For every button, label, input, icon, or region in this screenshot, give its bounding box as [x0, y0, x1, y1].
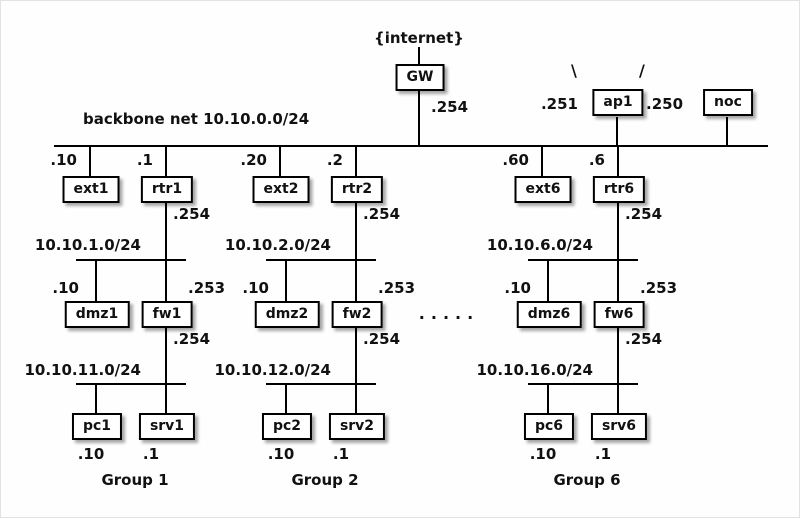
srv-ip: .1	[142, 445, 160, 463]
pc-bus-link	[285, 385, 287, 414]
firewall-node: fw2	[331, 301, 383, 328]
rtr-backbone-link	[165, 146, 167, 177]
ext-node: ext2	[252, 176, 310, 203]
ext-backbone-ip: .10	[50, 151, 77, 169]
dmz-subnet-label: 10.10.2.0/24	[224, 236, 331, 254]
rtr-backbone-ip: .1	[136, 151, 153, 169]
router-node: rtr1	[140, 176, 194, 203]
pc-ip: .10	[77, 445, 105, 463]
srv-ip: .1	[332, 445, 350, 463]
lan-bus-line	[76, 383, 186, 385]
group-1-subtree: .10 ext1 .1 rtr1 .254 10.10.1.0/24 .10 .…	[1, 1, 241, 517]
rtr-backbone-link	[617, 146, 619, 177]
ext-backbone-ip: .20	[240, 151, 267, 169]
group-2-subtree: .20 ext2 .2 rtr2 .254 10.10.2.0/24 .10 .…	[191, 1, 431, 517]
dmz-bus-link	[95, 261, 97, 303]
fw-lan-link	[355, 328, 357, 385]
rtr-backbone-ip: .6	[588, 151, 605, 169]
pc-node: pc1	[71, 413, 123, 440]
server-node: srv6	[590, 413, 648, 440]
ap-backbone-link	[616, 117, 618, 146]
ap-ip-left: .251	[540, 95, 578, 113]
pc-node: pc6	[523, 413, 575, 440]
group-title: Group 6	[553, 471, 621, 489]
pc-bus-link	[547, 385, 549, 414]
lan-bus-line	[528, 383, 638, 385]
internet-gw-link	[418, 47, 420, 65]
dmz-bus-line	[266, 259, 376, 261]
dmz-subnet-label: 10.10.1.0/24	[34, 236, 141, 254]
lan-subnet-label: 10.10.11.0/24	[24, 361, 141, 379]
fw-lan-link	[617, 328, 619, 385]
group-title: Group 2	[291, 471, 359, 489]
fw-lan-link	[165, 328, 167, 385]
group-6-subtree: .60 ext6 .6 rtr6 .254 10.10.6.0/24 .10 .…	[453, 1, 693, 517]
server-node: srv2	[328, 413, 386, 440]
lan-subnet-label: 10.10.16.0/24	[476, 361, 593, 379]
ap-ip-right: .250	[646, 95, 684, 113]
server-node: srv1	[138, 413, 196, 440]
srv-bus-link	[165, 385, 167, 414]
rtr-dmz-ip: .254	[625, 205, 663, 223]
router-node: rtr6	[592, 176, 646, 203]
fw-dmz-ip: .253	[188, 279, 226, 297]
dmz-bus-link	[285, 261, 287, 303]
gw-backbone-link	[418, 91, 420, 146]
pc-bus-link	[95, 385, 97, 414]
antenna-left-glyph: \	[571, 61, 577, 80]
dmz-bus-line	[528, 259, 638, 261]
ext-node: ext1	[62, 176, 120, 203]
router-node: rtr2	[330, 176, 384, 203]
rtr-backbone-ip: .2	[326, 151, 343, 169]
more-groups-ellipsis: .....	[418, 304, 480, 323]
dmz-ip: .10	[504, 279, 531, 297]
group-title: Group 1	[101, 471, 169, 489]
dmz-bus-link	[547, 261, 549, 303]
rtr-fw-link	[617, 203, 619, 303]
dmz-node: dmz1	[64, 301, 130, 328]
backbone-bus-line	[54, 145, 768, 147]
rtr-dmz-ip: .254	[363, 205, 401, 223]
backbone-net-label: backbone net 10.10.0.0/24	[83, 110, 310, 128]
dmz-ip: .10	[52, 279, 79, 297]
srv-ip: .1	[594, 445, 612, 463]
lan-bus-line	[266, 383, 376, 385]
access-point-node: ap1	[592, 89, 644, 116]
ext-backbone-link	[279, 146, 281, 177]
pc-node: pc2	[261, 413, 313, 440]
gw-backbone-ip: .254	[431, 98, 469, 116]
noc-backbone-link	[726, 117, 728, 146]
antenna-right-glyph: /	[639, 61, 645, 80]
lan-subnet-label: 10.10.12.0/24	[214, 361, 331, 379]
ext-node: ext6	[514, 176, 572, 203]
dmz-node: dmz6	[516, 301, 582, 328]
dmz-ip: .10	[242, 279, 269, 297]
rtr-fw-link	[165, 203, 167, 303]
dmz-bus-line	[76, 259, 186, 261]
rtr-fw-link	[355, 203, 357, 303]
ext-backbone-ip: .60	[502, 151, 529, 169]
fw-lan-ip: .254	[363, 330, 401, 348]
internet-label: {internet}	[374, 29, 464, 47]
srv-bus-link	[617, 385, 619, 414]
dmz-subnet-label: 10.10.6.0/24	[486, 236, 593, 254]
gateway-node: GW	[395, 64, 445, 91]
ext-backbone-link	[89, 146, 91, 177]
firewall-node: fw1	[141, 301, 193, 328]
fw-lan-ip: .254	[173, 330, 211, 348]
dmz-node: dmz2	[254, 301, 320, 328]
ext-backbone-link	[541, 146, 543, 177]
firewall-node: fw6	[593, 301, 645, 328]
fw-lan-ip: .254	[625, 330, 663, 348]
fw-dmz-ip: .253	[640, 279, 678, 297]
pc-ip: .10	[267, 445, 295, 463]
rtr-backbone-link	[355, 146, 357, 177]
noc-node: noc	[703, 89, 753, 116]
srv-bus-link	[355, 385, 357, 414]
rtr-dmz-ip: .254	[173, 205, 211, 223]
fw-dmz-ip: .253	[378, 279, 416, 297]
pc-ip: .10	[529, 445, 557, 463]
